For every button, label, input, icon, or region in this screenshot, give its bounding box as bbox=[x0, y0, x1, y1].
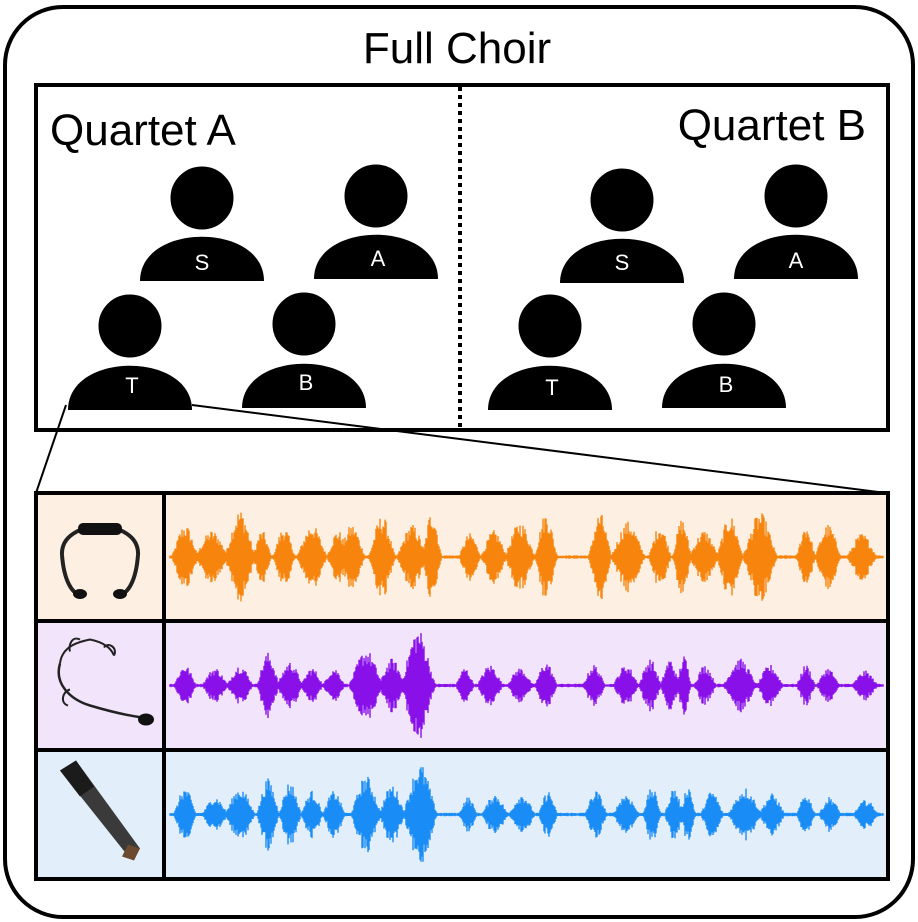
singer-voice-label: B bbox=[299, 370, 314, 395]
recordings-panel bbox=[36, 493, 888, 879]
throat-microphone-icon bbox=[59, 523, 141, 599]
quartets-box bbox=[34, 83, 890, 432]
singer-voice-label: S bbox=[195, 250, 210, 275]
singer-voice-label: B bbox=[719, 372, 734, 397]
singer-bass-a: B bbox=[242, 289, 366, 408]
audio-waveform bbox=[169, 767, 884, 862]
recordings-grid bbox=[34, 491, 890, 881]
singer-alto-a: A bbox=[314, 161, 438, 279]
singer-bass-b: B bbox=[662, 289, 786, 408]
audio-waveform bbox=[169, 512, 884, 602]
zoom-line-right bbox=[191, 404, 887, 494]
singer-voice-label: S bbox=[615, 250, 630, 275]
quartet-b-singers: S A T B bbox=[488, 161, 858, 410]
singer-voice-label: A bbox=[371, 246, 386, 271]
singer-voice-label: T bbox=[545, 375, 558, 400]
zoom-line-left bbox=[35, 404, 67, 494]
audio-waveform bbox=[169, 633, 884, 738]
singer-tenor-b: T bbox=[488, 291, 612, 410]
mic-cell-background bbox=[36, 493, 164, 621]
singer-voice-label: T bbox=[125, 373, 138, 398]
singer-tenor-a: T bbox=[68, 291, 192, 410]
singer-alto-b: A bbox=[734, 161, 858, 279]
mic-cell-background bbox=[36, 621, 164, 750]
singer-soprano-a: S bbox=[140, 163, 264, 281]
full-choir-title: Full Choir bbox=[363, 24, 551, 73]
quartet-a-singers: S A T B bbox=[68, 161, 438, 410]
singer-voice-label: A bbox=[789, 248, 804, 273]
dynamic-microphone-icon bbox=[60, 760, 140, 861]
quartet-a-label: Quartet A bbox=[50, 106, 237, 155]
headset-microphone-icon bbox=[57, 637, 154, 726]
quartet-b-label: Quartet B bbox=[678, 101, 866, 150]
singer-soprano-b: S bbox=[560, 165, 684, 283]
